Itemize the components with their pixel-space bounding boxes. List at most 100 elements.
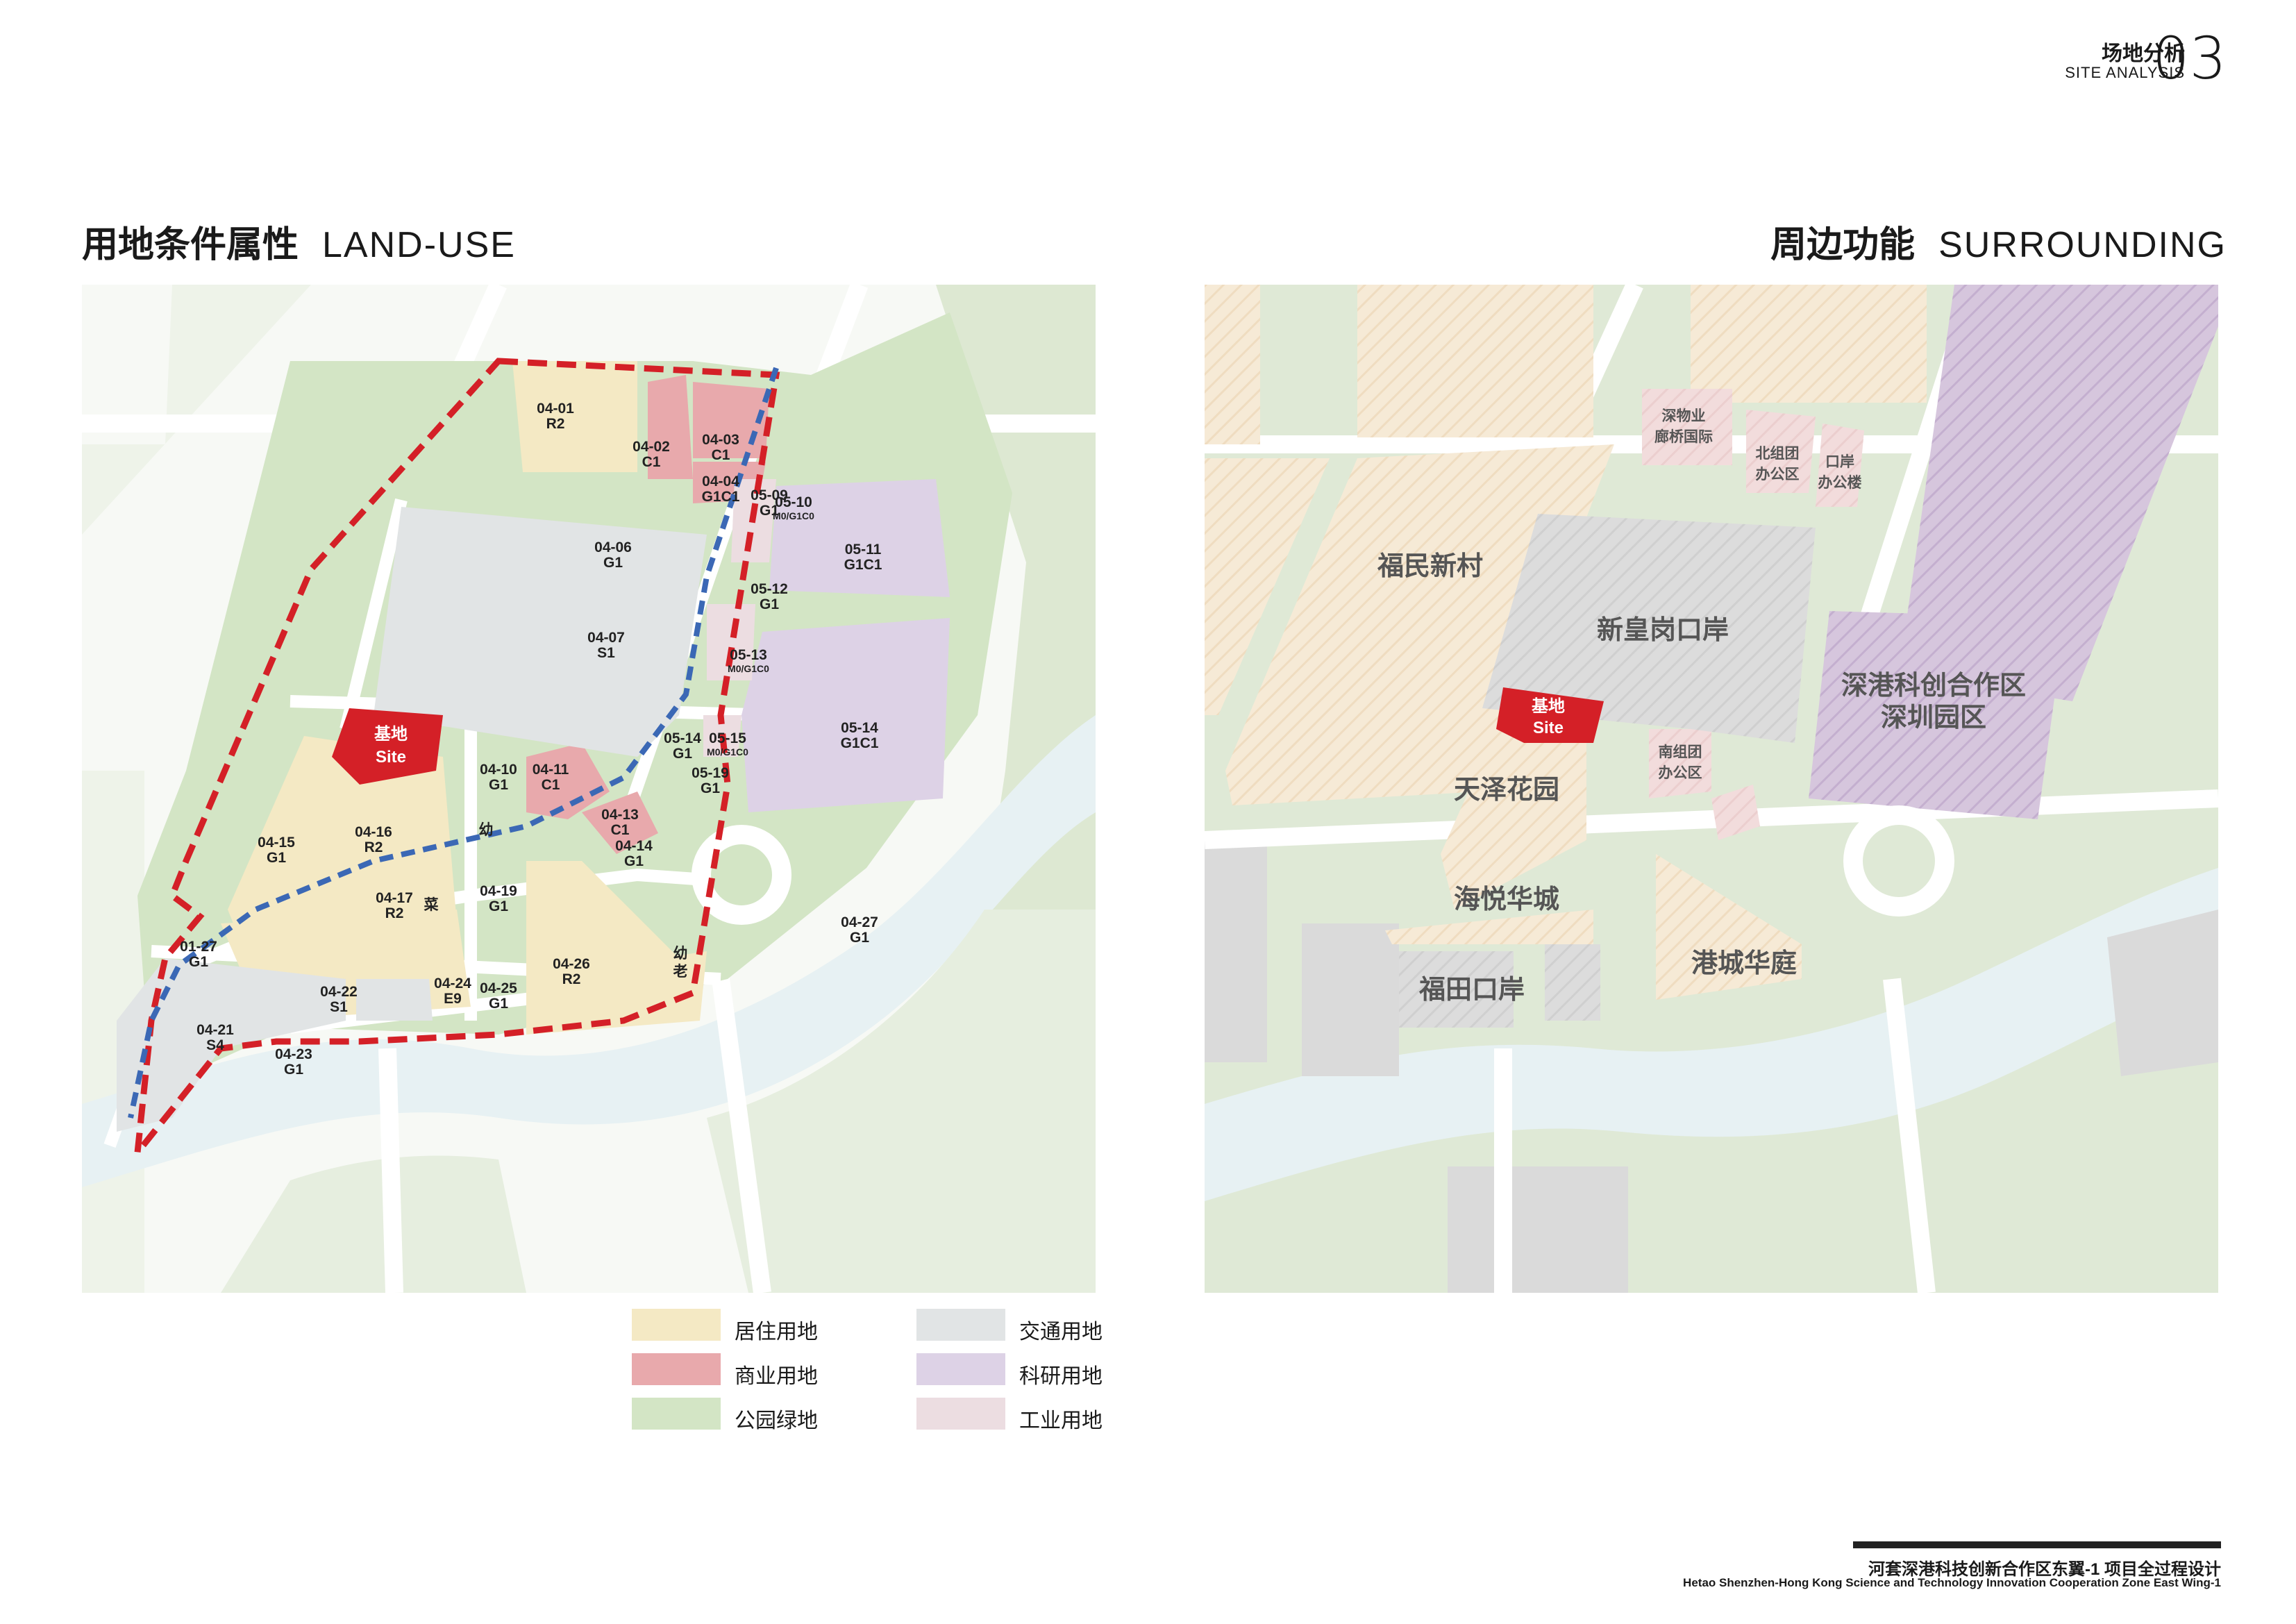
land-use-title: 用地条件属性 LAND-USE	[82, 215, 516, 267]
parcel-code: 05-10	[775, 494, 812, 510]
legend-swatch	[632, 1309, 721, 1341]
parcel-use: G1	[489, 898, 508, 914]
parcel-code: 01-27	[180, 939, 217, 955]
parcel-code: 04-14	[615, 838, 653, 854]
footer-bar	[1853, 1541, 2221, 1548]
legend-label: 居住用地	[735, 1321, 818, 1343]
parcel-code: 04-17	[376, 890, 413, 906]
parcel-use: G1	[284, 1062, 303, 1078]
surrounding-title-en: SURROUNDING	[1938, 225, 2227, 265]
parcel-code: 05-15	[709, 730, 746, 746]
legend-item: 居住用地	[632, 1309, 923, 1346]
legend-swatch	[632, 1353, 721, 1385]
facility-mark-kindergarten-1: 幼	[479, 821, 494, 838]
surrounding-title: 周边功能 SURROUNDING	[1770, 215, 2227, 267]
parcel-use: G1	[701, 780, 720, 796]
land-use-site-label-cn: 基地	[374, 725, 408, 744]
parcel-use: R2	[562, 971, 581, 987]
surrounding-map-svg: 基地 Site 福民新村 新皇岗口岸 深港科创合作区 深圳园区 天泽花园 海悦华…	[1205, 285, 2218, 1293]
parcel-use: E9	[444, 991, 462, 1007]
parcel-code: 05-14	[841, 720, 878, 736]
area-label-tianze: 天泽花园	[1454, 776, 1559, 805]
legend-item: 公园绿地	[632, 1398, 923, 1435]
parcel-code: 04-10	[480, 762, 517, 778]
parcel-code: 04-25	[480, 980, 517, 996]
surrounding-title-cn: 周边功能	[1770, 225, 1916, 265]
area-label-haiyue: 海悦华城	[1454, 885, 1559, 914]
area-label-hetao-zone: 深港科创合作区	[1841, 671, 2026, 701]
land-use-title-cn: 用地条件属性	[82, 225, 299, 265]
parcel-code: 04-03	[702, 432, 739, 448]
small-label-south-2: 办公区	[1659, 765, 1702, 781]
surrounding-site-parcel	[1496, 687, 1604, 743]
parcel-use: G1	[603, 555, 623, 571]
land-use-site-label-en: Site	[376, 748, 406, 767]
parcel-use: G1C1	[841, 735, 879, 751]
parcel-use: G1	[267, 850, 286, 866]
parcel-use: R2	[385, 905, 404, 921]
parcel-use: R2	[546, 416, 565, 432]
small-label-south-1: 南组团	[1659, 744, 1702, 760]
legend-label: 商业用地	[735, 1365, 818, 1388]
facility-mark-elderly: 老	[673, 964, 688, 980]
parcel-use: C1	[642, 454, 661, 470]
facility-mark-market: 菜	[424, 897, 439, 913]
surrounding-map: 基地 Site 福民新村 新皇岗口岸 深港科创合作区 深圳园区 天泽花园 海悦华…	[1205, 285, 2218, 1293]
parcel-code: 04-01	[537, 401, 574, 417]
header-title-cn: 场地分析	[2102, 42, 2185, 65]
parcel-use: G1	[624, 853, 644, 869]
parcel-code: 05-09	[751, 487, 788, 503]
legend-item: 商业用地	[632, 1353, 923, 1391]
land-use-title-en: LAND-USE	[322, 225, 516, 265]
parcel-code: 05-14	[664, 730, 701, 746]
parcel-use: M0/G1C0	[773, 510, 814, 521]
parcel-use: S4	[206, 1037, 224, 1053]
parcel-code: 04-16	[355, 824, 392, 840]
parcel-code: 04-24	[434, 976, 471, 991]
parcel-use: S1	[597, 645, 615, 661]
site-boundary	[133, 358, 780, 1163]
small-label-port-office-2: 办公楼	[1818, 475, 1862, 491]
parcel-code: 04-06	[594, 539, 632, 555]
parcel-code: 04-04	[702, 474, 739, 489]
footer-title-cn: 河套深港科技创新合作区东翼-1 项目全过程设计	[1868, 1560, 2221, 1579]
parcel-code: 04-21	[196, 1022, 234, 1038]
legend-label: 科研用地	[1019, 1365, 1103, 1388]
header-title-en: SITE ANALYSIS	[2065, 64, 2185, 81]
legend-label: 交通用地	[1019, 1321, 1103, 1343]
legend-swatch	[916, 1353, 1005, 1385]
facility-mark-kindergarten-2: 幼	[673, 945, 688, 962]
area-label-fumin: 福民新村	[1377, 552, 1483, 581]
parcel-use: G1C1	[702, 489, 740, 505]
legend-item: 交通用地	[916, 1309, 1208, 1346]
legend-swatch	[916, 1309, 1005, 1341]
parcel-code: 04-11	[533, 762, 569, 778]
small-label-north-2: 办公区	[1756, 467, 1800, 483]
parcel-use: G1	[760, 503, 779, 519]
route-line	[128, 367, 779, 1119]
legend-swatch	[632, 1398, 721, 1430]
legend-label: 工业用地	[1019, 1409, 1103, 1432]
surrounding-site-label-en: Site	[1533, 719, 1564, 737]
parcel-code: 04-26	[553, 956, 590, 972]
area-label-futian-port: 福田口岸	[1418, 976, 1525, 1005]
parcel-use: G1	[760, 596, 779, 612]
parcel-use: M0/G1C0	[707, 746, 748, 757]
small-label-north-1: 北组团	[1756, 445, 1800, 462]
parcel-code: 04-02	[632, 439, 670, 455]
parcel-code: 05-13	[730, 647, 767, 663]
parcel-use: G1	[489, 777, 508, 793]
parcel-use: R2	[364, 839, 383, 855]
parcel-use: S1	[330, 999, 348, 1015]
area-label-shenzhen-park: 深圳园区	[1881, 703, 1986, 733]
map-legend: 居住用地 交通用地商业用地 科研用地公园绿地 工业用地	[632, 1309, 1159, 1448]
parcel-code: 04-15	[258, 835, 295, 851]
parcel-use: G1	[673, 746, 692, 762]
parcel-code: 05-12	[751, 581, 788, 597]
parcel-code: 04-27	[841, 914, 878, 930]
parcel-code: 04-22	[320, 984, 358, 1000]
parcel-use: C1	[712, 447, 730, 463]
parcel-code: 04-13	[601, 807, 639, 823]
surrounding-site-label-cn: 基地	[1532, 697, 1565, 716]
